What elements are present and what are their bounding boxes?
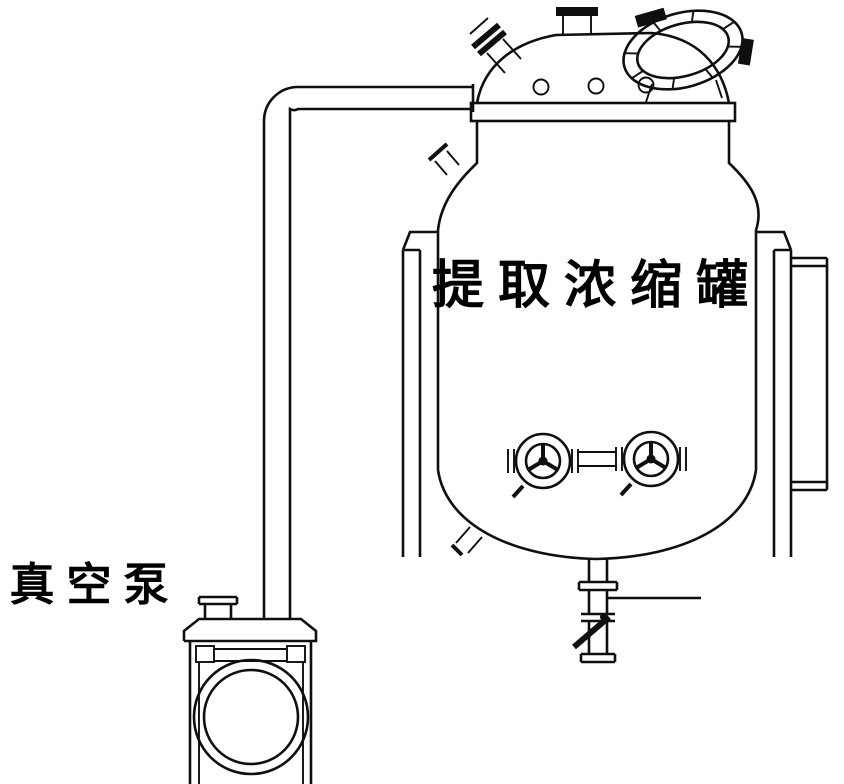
sight-hole-2: [587, 77, 605, 95]
tank-bottom-head: [436, 469, 758, 561]
side-nozzle: [427, 142, 460, 176]
top-center-nozzle: [556, 7, 598, 34]
pump-housing-outer: [192, 658, 310, 776]
pump-housing-inner: [202, 668, 300, 766]
pump-top-cover: [182, 617, 318, 643]
tank-label: 提取浓缩罐: [432, 257, 762, 315]
handwheel-valve-right: [615, 430, 687, 497]
pump-side-rails: [198, 662, 304, 784]
manhole-neck: [645, 79, 723, 103]
tank-shoulder-right: [727, 121, 760, 231]
manhole-hinge: [634, 7, 667, 28]
top-left-nozzle: [469, 17, 522, 74]
handwheel-valve-left: [507, 432, 579, 499]
extraction-tank: [401, 7, 829, 664]
bottom-discharge-valve: [572, 559, 701, 664]
drain-stub: [450, 526, 483, 557]
sight-hole-1: [532, 78, 550, 96]
pump-body-sides: [188, 641, 313, 784]
support-leg-right: [756, 230, 793, 557]
pipe-outer-edge: [262, 85, 473, 122]
tank-shoulder-left: [436, 121, 479, 231]
support-leg-left: [401, 230, 438, 557]
side-bracket: [791, 256, 829, 492]
vacuum-pump: [182, 595, 318, 784]
pump-inlet-fitting: [197, 595, 239, 618]
tank-dome: [475, 31, 731, 104]
sight-hole-3: [637, 76, 655, 94]
tank-head-flange: [469, 101, 737, 123]
valve-connector-pipe: [578, 451, 616, 467]
valve-lever: [572, 614, 611, 650]
manhole: [622, 7, 754, 91]
pump-label: 真空泵: [9, 560, 180, 610]
vacuum-pipe: [262, 84, 475, 618]
manhole-handle: [737, 37, 754, 66]
pipe-inner-edge: [288, 106, 473, 618]
